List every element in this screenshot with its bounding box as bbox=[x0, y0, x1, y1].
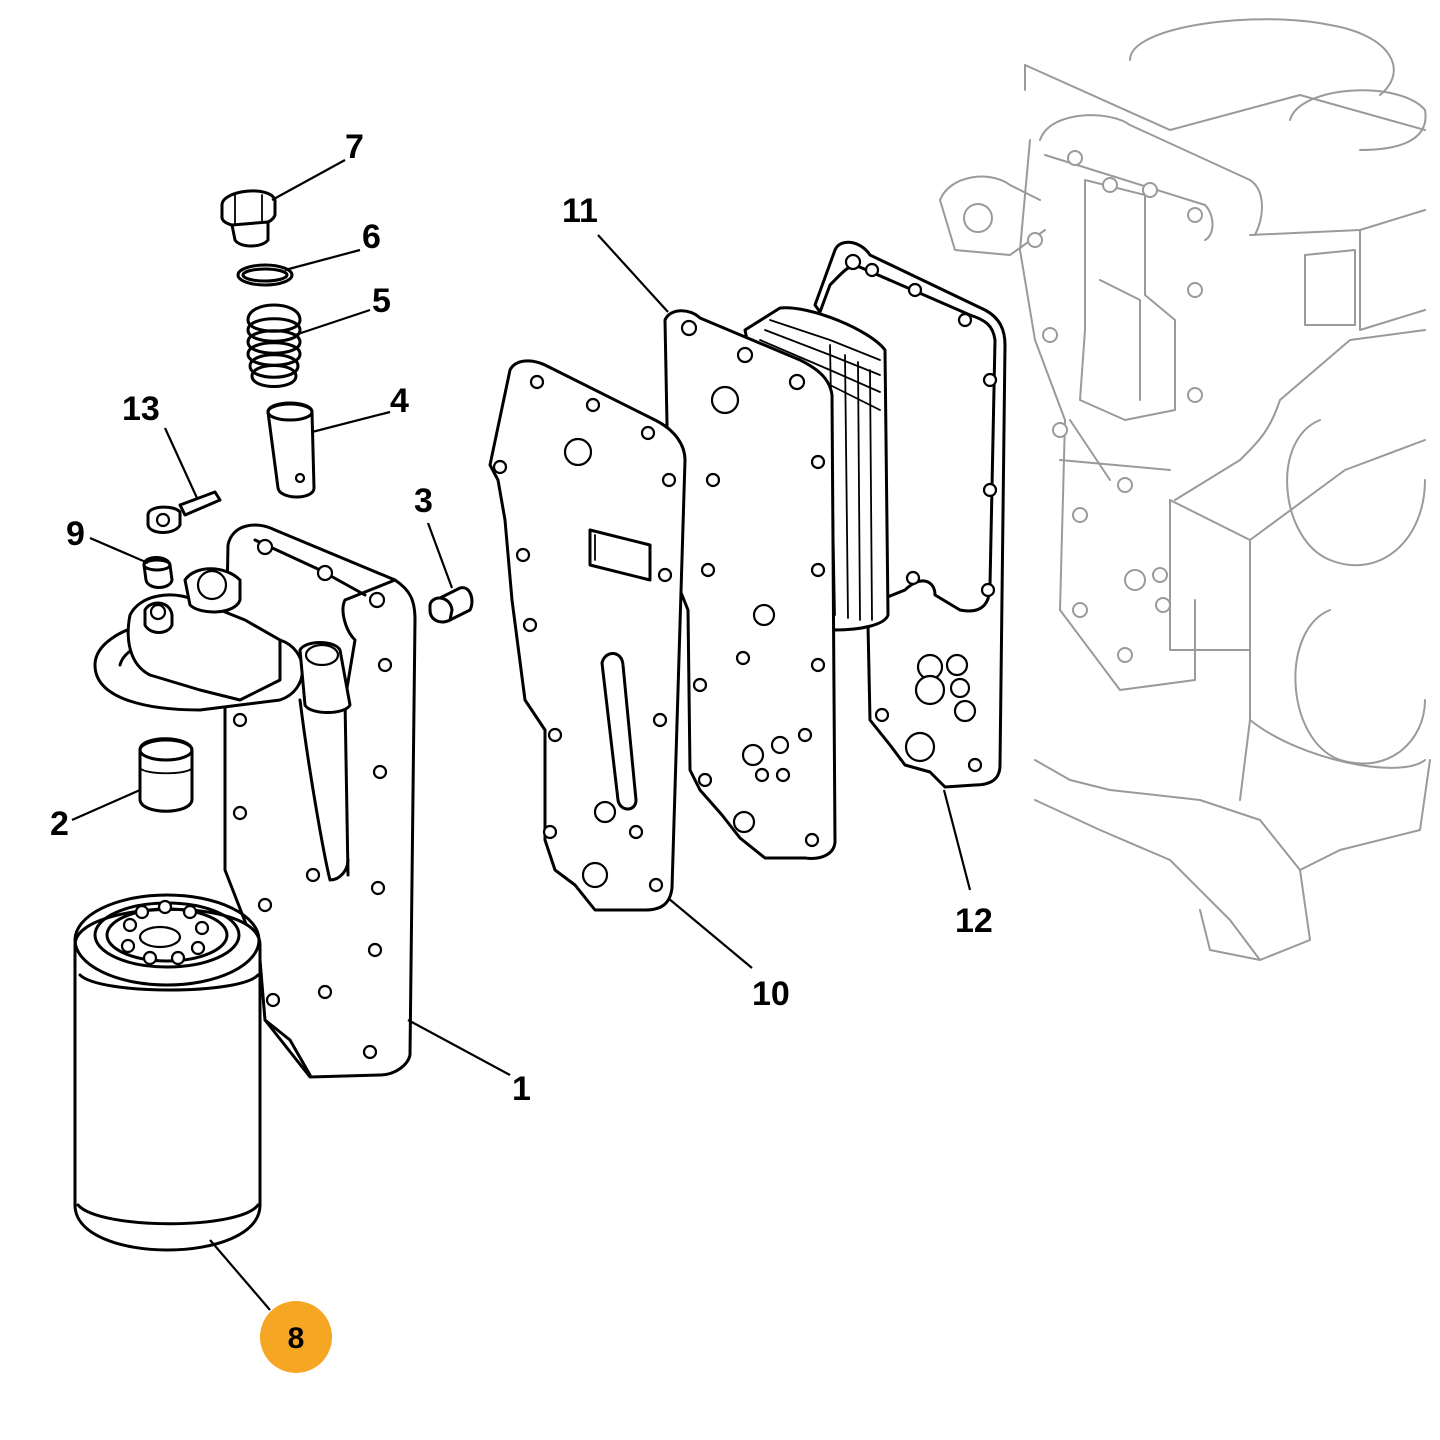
rear-gasket-part-12 bbox=[813, 240, 1007, 789]
callout-6: 6 bbox=[362, 218, 381, 256]
callout-12: 12 bbox=[955, 902, 993, 940]
callout-9: 9 bbox=[66, 515, 85, 553]
oil-filter-part-8 bbox=[73, 893, 262, 1252]
callout-3: 3 bbox=[414, 482, 433, 520]
callout-7: 7 bbox=[345, 128, 364, 166]
filter-mount-flange bbox=[93, 567, 352, 882]
spring-part-5 bbox=[246, 303, 302, 388]
callout-11: 11 bbox=[562, 192, 598, 230]
plug-part-7 bbox=[220, 189, 277, 248]
plug-part-3 bbox=[428, 586, 474, 624]
highlighted-callout-8[interactable]: 8 bbox=[260, 1301, 332, 1373]
callout-4: 4 bbox=[390, 382, 409, 420]
callout-labels: 7 6 5 4 13 9 3 2 11 10 12 1 bbox=[50, 128, 993, 1108]
callout-8: 8 bbox=[288, 1322, 305, 1355]
engine-block-background bbox=[939, 18, 1431, 961]
leader-lines bbox=[71, 159, 972, 1311]
bolt-part-13 bbox=[146, 490, 222, 534]
callout-5: 5 bbox=[372, 282, 391, 320]
cooler-plate-part-11 bbox=[663, 309, 837, 860]
callout-10: 10 bbox=[752, 975, 790, 1013]
valve-part-4 bbox=[266, 401, 316, 499]
callout-2: 2 bbox=[50, 805, 69, 843]
callout-1: 1 bbox=[512, 1070, 531, 1108]
o-ring-part-6 bbox=[236, 263, 294, 287]
plug-part-9 bbox=[142, 556, 174, 589]
callout-13: 13 bbox=[122, 390, 160, 428]
front-gasket-part-10 bbox=[488, 359, 687, 912]
plug-part-2 bbox=[138, 737, 194, 813]
callout-8-badge[interactable] bbox=[260, 1301, 332, 1373]
